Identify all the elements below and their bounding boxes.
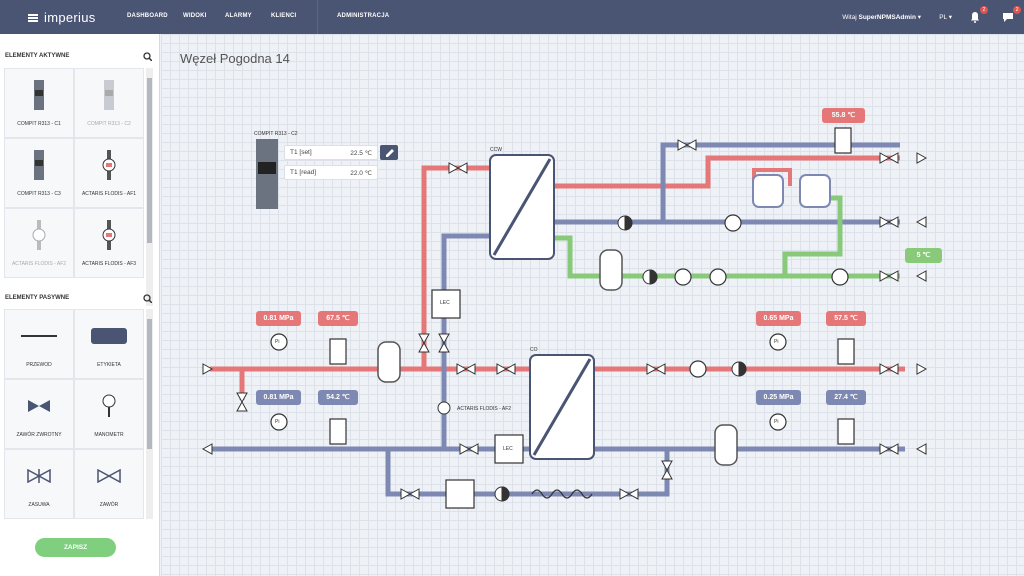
pencil-icon — [386, 149, 394, 157]
temp-tag: 27.4 ℃ — [826, 390, 866, 405]
pressure-tag: 0.81 MPa — [256, 390, 301, 405]
pressure-tag: 0.65 MPa — [756, 311, 801, 326]
palette-item[interactable]: COMPIT R313 - C1 — [4, 68, 74, 138]
messages-button[interactable]: 2 — [1002, 6, 1021, 24]
passive-elements-title: ELEMENTY PASYWNE — [5, 295, 70, 301]
nav-klienci[interactable]: KLIENCI — [271, 13, 297, 19]
controller-icon — [34, 80, 44, 110]
notification-badge: 2 — [980, 6, 988, 14]
pipe-icon — [21, 335, 57, 337]
heat-node-diagram — [201, 127, 928, 509]
brand-logo[interactable]: imperius — [28, 10, 96, 25]
gate-valve-icon — [27, 469, 51, 483]
ccw-label: CCW — [490, 147, 502, 153]
temp-tag: 57.5 ℃ — [826, 311, 866, 326]
nav-administracja[interactable]: ADMINISTRACJA — [337, 13, 390, 19]
pi-label: Pi — [774, 419, 779, 425]
valve-icon — [97, 469, 121, 483]
palette-item[interactable]: ACTARIS FLODIS - AF2 — [4, 208, 74, 278]
user-greeting: Witaj — [842, 14, 857, 21]
palette-item[interactable]: COMPIT R313 - C2 — [74, 68, 144, 138]
t1-read-row: T1 [read]22.0 ℃ — [284, 165, 378, 180]
palette-item[interactable]: MANOMETR — [74, 379, 144, 449]
search-icon[interactable] — [143, 294, 152, 303]
user-menu[interactable]: Witaj SuperNPMSAdmin ▾ — [842, 14, 921, 21]
bell-icon — [971, 12, 979, 23]
palette-item[interactable]: ETYKIETA — [74, 309, 144, 379]
passive-elements-grid: PRZEWOD ETYKIETA ZAWÓR ZWROTNY MANOMETR … — [4, 309, 144, 519]
device-label: COMPIT R313 - C2 — [254, 131, 298, 137]
language-select[interactable]: PL ▾ — [939, 14, 952, 21]
nav-dashboard[interactable]: DASHBOARD — [127, 13, 168, 19]
pressure-tag: 0.25 MPa — [756, 390, 801, 405]
temp-tag: 54.2 ℃ — [318, 390, 358, 405]
palette-item[interactable]: ZAWÓR — [74, 449, 144, 519]
co-label: CO — [530, 347, 538, 353]
pressure-tag: 0.81 MPa — [256, 311, 301, 326]
edit-button[interactable] — [380, 145, 398, 160]
palette-item[interactable]: PRZEWOD — [4, 309, 74, 379]
chat-icon — [1003, 13, 1013, 22]
nav-widoki[interactable]: WIDOKI — [183, 13, 207, 19]
pi-label: Pi — [275, 419, 280, 425]
page-title: Węzeł Pogodna 14 — [180, 51, 290, 66]
passive-scrollbar[interactable] — [146, 309, 153, 519]
flowmeter-icon — [102, 150, 116, 180]
palette-item[interactable]: ZAWÓR ZWROTNY — [4, 379, 74, 449]
label-icon — [91, 328, 127, 344]
pi-label: Pi — [275, 339, 280, 345]
logo-icon — [28, 13, 38, 22]
t1-set-row[interactable]: T1 [set]22.5 ℃ — [284, 145, 378, 160]
meter-label: ACTARIS FLODIS - AF2 — [457, 406, 512, 412]
controller-icon — [104, 80, 114, 110]
manometer-icon — [102, 394, 116, 417]
language-value: PL — [939, 14, 947, 21]
flowmeter-icon — [32, 220, 46, 250]
palette-item[interactable]: ZASUWA — [4, 449, 74, 519]
notifications-button[interactable]: 2 — [969, 6, 988, 24]
check-valve-icon — [28, 400, 50, 412]
flowmeter-icon — [102, 220, 116, 250]
user-name: SuperNPMSAdmin — [858, 14, 916, 21]
controller-icon — [34, 150, 44, 180]
sidebar: ELEMENTY AKTYWNE COMPIT R313 - C1 COMPIT… — [0, 34, 160, 576]
palette-item[interactable]: ACTARIS FLODIS - AF1 — [74, 138, 144, 208]
temp-tag: 67.5 ℃ — [318, 311, 358, 326]
active-scrollbar[interactable] — [146, 68, 153, 306]
nav-divider — [317, 0, 318, 34]
pi-label: Pi — [774, 339, 779, 345]
search-icon[interactable] — [143, 52, 152, 61]
message-badge: 2 — [1013, 6, 1021, 14]
lec-label: LEC — [503, 446, 513, 452]
lec-label: LEC — [440, 300, 450, 306]
device-popup: T1 [set]22.5 ℃ T1 [read]22.0 ℃ — [284, 145, 378, 183]
palette-item[interactable]: ACTARIS FLODIS - AF3 — [74, 208, 144, 278]
nav-alarmy[interactable]: ALARMY — [225, 13, 252, 19]
top-navbar: imperius DASHBOARD WIDOKI ALARMY KLIENCI… — [0, 0, 1024, 34]
palette-item[interactable]: COMPIT R313 - C3 — [4, 138, 74, 208]
diagram-canvas[interactable] — [161, 34, 1024, 576]
brand-name: imperius — [44, 10, 96, 25]
temp-tag: 55.8 ℃ — [822, 108, 865, 123]
temp-tag: 5 ℃ — [905, 248, 942, 263]
active-elements-grid: COMPIT R313 - C1 COMPIT R313 - C2 COMPIT… — [4, 68, 144, 278]
save-button[interactable]: ZAPISZ — [35, 538, 116, 557]
active-elements-title: ELEMENTY AKTYWNE — [5, 53, 70, 59]
